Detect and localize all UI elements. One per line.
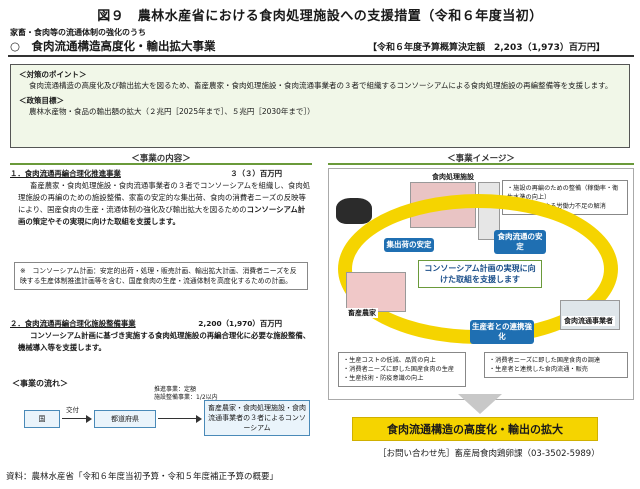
flow-rate-1: 推進事業：定額 (154, 386, 197, 393)
points-heading: ＜対策のポイント＞ (19, 70, 87, 79)
distributor-bullet-2: ・生産者と連携した食肉流通・販売 (489, 366, 588, 373)
farmer-bullet-3: ・生産技術・防疫意識の向上 (343, 375, 424, 382)
section-left-heading: ＜事業の内容＞ (10, 152, 312, 165)
ring-label-cooperation: 生産者との連携強化 (470, 320, 534, 344)
farmer-bullets: ・生産コストの低減、品質の向上 ・消費者ニーズに即した国産食肉の生産 ・生産技術… (338, 352, 466, 387)
flow-heading: ＜事業の流れ＞ (12, 379, 68, 388)
content-left-2: ２．食肉流通再編合理化施設整備事業 2,200（1,970）百万円 コンソーシア… (10, 318, 312, 354)
arrowhead-2 (196, 415, 202, 423)
farmer-bullet-2: ・消費者ニーズに即した国産食肉の生産 (343, 366, 455, 373)
ring-label-distribution: 食肉流通の安定 (494, 230, 546, 254)
note-box: ※ コンソーシアム計画：安定的出荷・処理・販売計画、輸出拡大計画、消費者ニーズを… (14, 262, 308, 290)
farmer-label: 畜産農家 (346, 308, 378, 318)
distributor-label: 食肉流通事業者 (562, 316, 615, 326)
item2-title: ２．食肉流通再編合理化施設整備事業 (10, 319, 136, 328)
flow-label-grant: 交付 (66, 406, 79, 414)
source-note: 資料：農林水産省「令和６年度当初予算・令和５年度補正予算の概要」 (6, 472, 279, 482)
flow-box-prefecture: 都道府県 (94, 410, 156, 428)
cattle-icon (336, 198, 372, 224)
flow-arrow-1 (62, 418, 88, 419)
content-left: １．食肉流通再編合理化推進事業 ３（３）百万円 畜産農家・食肉処理施設・食肉流通… (10, 168, 312, 228)
goal-heading: ＜政策目標＞ (19, 96, 64, 105)
result-banner: 食肉流通構造の高度化・輸出の拡大 (352, 417, 598, 441)
points-text: 食肉流通構造の高度化及び輸出拡大を図るため、畜産農家・食肉処理施設・食肉流通事業… (29, 81, 613, 90)
flow-arrow-2 (158, 418, 198, 419)
flow-box-consortium: 畜産農家・食肉処理施設・食肉流通事業者の３者によるコンソーシアム (204, 400, 310, 436)
budget-label: 【令和６年度予算概算決定額 2,203（1,973）百万円】 (368, 43, 605, 53)
consortium-center: コンソーシアム計画の実現に向けた取組を支援します (418, 260, 542, 288)
divider (8, 55, 634, 57)
item2-amount: 2,200（1,970）百万円 (198, 319, 282, 328)
main-title: ○ 食肉流通構造高度化・輸出拡大事業 (10, 39, 216, 53)
item1-amount: ３（３）百万円 (230, 169, 282, 178)
item2-body: コンソーシアム計画に基づき実施する食肉処理施設の再編合理化に必要な施設整備、機械… (18, 331, 311, 352)
figure-title: 図９ 農林水産省における食肉処理施設への支援措置（令和６年度当初） (97, 9, 543, 24)
contact-info: ［お問い合わせ先］畜産局食肉鶏卵課（03-3502-5989） (378, 449, 600, 459)
subtitle: 家畜・食肉等の流通体制の強化のうち (10, 28, 146, 37)
flow-box-nation: 国 (24, 410, 60, 428)
distributor-bullet-1: ・消費者ニーズに即した国産食肉の調達 (489, 357, 601, 364)
distributor-bullets: ・消費者ニーズに即した国産食肉の調達 ・生産者と連携した食肉流通・販売 (484, 352, 628, 378)
points-box: ＜対策のポイント＞ 食肉流通構造の高度化及び輸出拡大を図るため、畜産農家・食肉処… (10, 64, 630, 148)
flow-rate-labels: 推進事業：定額 施設整備事業：1/2以内 (154, 386, 218, 402)
arrowhead-1 (86, 415, 92, 423)
item1-body: 畜産農家・食肉処理施設・食肉流通事業者の３者でコンソーシアムを組織し、食肉処理施… (18, 181, 311, 214)
farmer-bullet-1: ・生産コストの低減、品質の向上 (343, 357, 436, 364)
pigs-image (346, 272, 406, 312)
facility-bullet-1: ・施設の再編のための整備（稼働率・衛生水準の向上） (507, 185, 619, 201)
flow-rate-2: 施設整備事業：1/2以内 (154, 394, 218, 401)
ring-label-shipping: 集出荷の安定 (384, 238, 434, 252)
facility-label: 食肉処理施設 (432, 173, 474, 181)
item1-body-bold: コンソーシアム計画の策定やその実現に向けた取組を支援します。 (18, 205, 306, 226)
down-arrow-icon (458, 394, 502, 414)
goal-text: 農林水産物・食品の輸出額の拡大（２兆円［2025年まで］、５兆円［2030年まで… (29, 107, 315, 116)
item1-title: １．食肉流通再編合理化推進事業 (10, 169, 121, 178)
section-right-heading: ＜事業イメージ＞ (328, 152, 634, 165)
